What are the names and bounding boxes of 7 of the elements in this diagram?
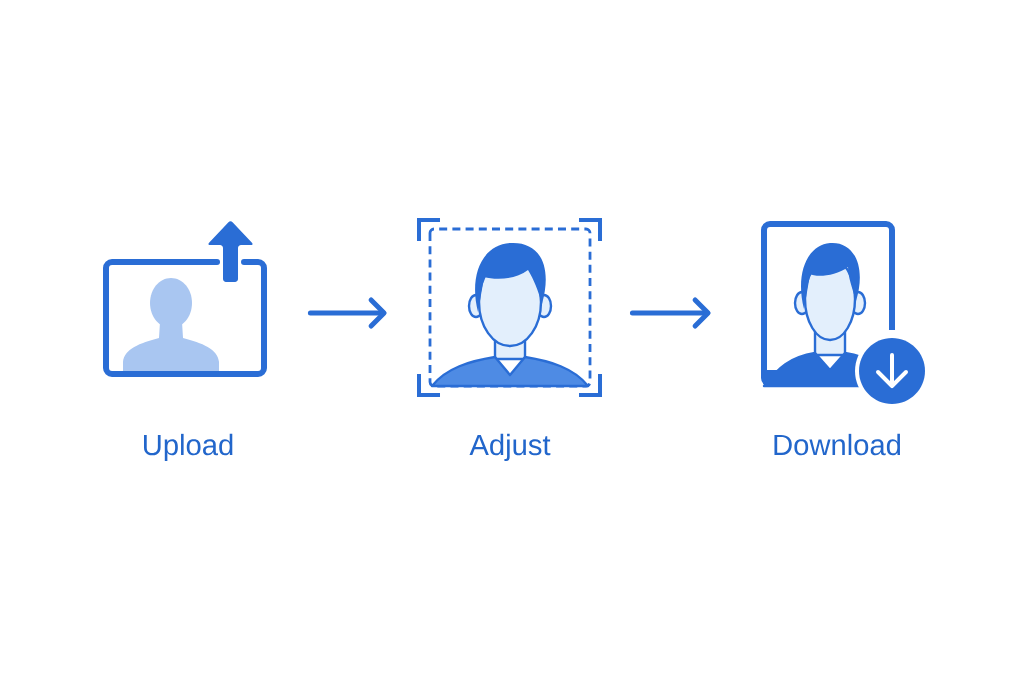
photo-upload-icon — [103, 221, 267, 377]
portrait-crop-icon — [417, 218, 602, 397]
arrow — [629, 297, 711, 329]
arrow — [307, 297, 387, 329]
node-label: Upload — [144, 433, 233, 462]
node-label: Download — [774, 433, 901, 456]
node-label: Adjust — [469, 433, 551, 462]
